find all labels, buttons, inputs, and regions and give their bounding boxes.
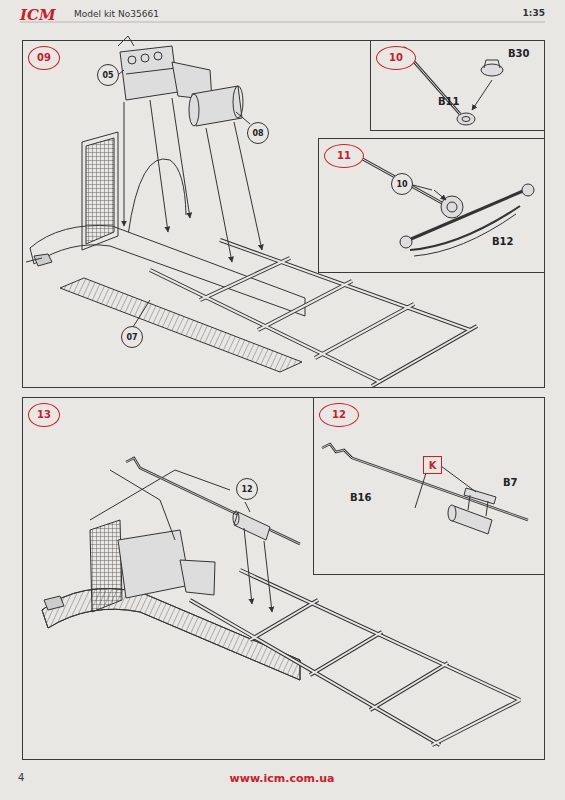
part-label: B12 <box>492 236 514 247</box>
part-label: B16 <box>350 492 372 503</box>
callout-number: 10 <box>396 180 407 189</box>
step-number: 11 <box>324 144 364 168</box>
step-number: 09 <box>28 46 60 70</box>
part-label: B7 <box>503 477 518 488</box>
step-number: 13 <box>28 403 60 427</box>
callout-circle: 05 <box>97 64 119 86</box>
step-number: 12 <box>319 403 359 427</box>
glue-letter: K <box>429 460 437 471</box>
scale: 1:35 <box>523 8 545 18</box>
step-panel: 11 10 <box>318 138 545 273</box>
callout-circle: 07 <box>121 326 143 348</box>
page-number: 4 <box>18 772 24 783</box>
website: www.icm.com.ua <box>230 772 335 785</box>
kit-number: Model kit No35661 <box>74 9 159 19</box>
step-panel: 09 05 08 07 10 11 10 <box>22 40 545 388</box>
callout-circle: 12 <box>236 478 258 500</box>
callout-circle: 10 <box>391 173 413 195</box>
part-label: B11 <box>438 96 460 107</box>
callout-number: 07 <box>126 333 137 342</box>
step-number: 10 <box>376 46 416 70</box>
callout-circle: 08 <box>247 122 269 144</box>
brand-logo: ICM <box>20 6 56 24</box>
callout-number: 08 <box>252 129 263 138</box>
glue-marker: K <box>423 456 442 474</box>
callout-number: 05 <box>102 71 113 80</box>
part-label: B30 <box>508 48 530 59</box>
callout-number: 12 <box>241 485 252 494</box>
step-panel: 131212K <box>22 397 545 760</box>
